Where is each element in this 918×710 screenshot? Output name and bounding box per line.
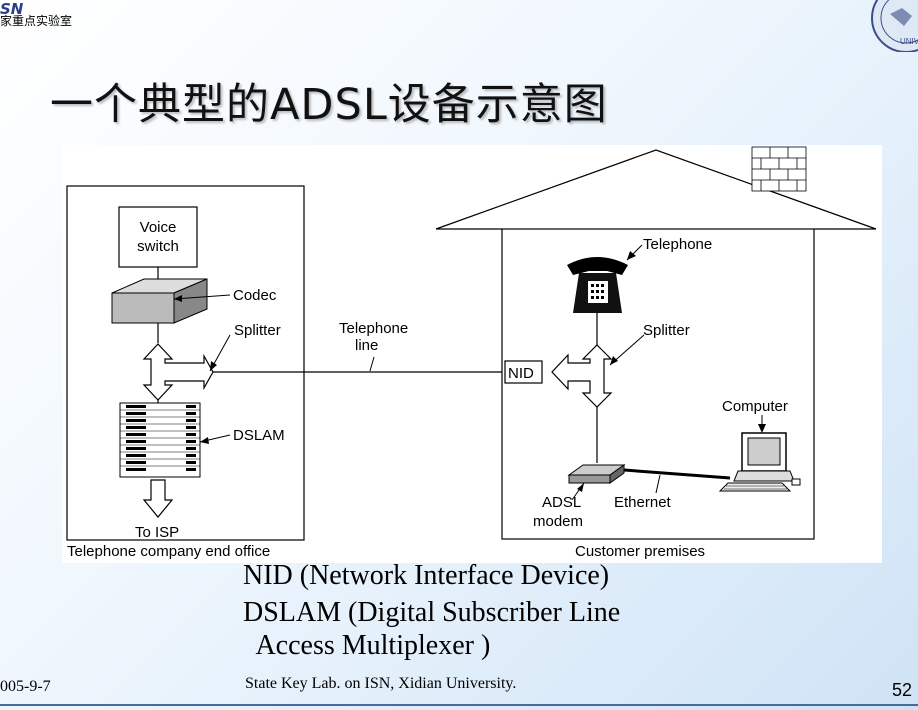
lab-name-label: 家重点实验室: [0, 14, 73, 28]
university-seal-icon: UNIV: [871, 0, 918, 52]
nid-label: NID: [508, 365, 534, 382]
splitter-left-label: Splitter: [234, 322, 281, 339]
dslam-definition-line-1: DSLAM (Digital Subscriber Line: [243, 597, 621, 628]
to-isp-arrow-icon: [142, 479, 174, 518]
adsl-modem-icon: [567, 464, 626, 484]
slide-title: 一个典型的ADSL设备示意图: [50, 80, 608, 130]
splitter-right-label: Splitter: [643, 322, 690, 339]
nid-box: [504, 360, 543, 384]
telephone-icon: [567, 257, 628, 313]
customer-house-outline: [435, 149, 877, 540]
left-splitter-arrow-icon: [142, 343, 214, 401]
adsl-modem-label-2: modem: [533, 513, 583, 530]
dslam-rack-icon: [119, 402, 201, 478]
dslam-definition-line-2: Access Multiplexer ): [243, 630, 491, 661]
computer-icon: [718, 432, 801, 492]
page-number: 52: [891, 680, 912, 700]
dslam-label: DSLAM: [233, 427, 285, 444]
voice-switch-label-1: Voice: [140, 219, 177, 236]
footer-divider: [0, 704, 918, 706]
customer-premises-caption: Customer premises: [575, 543, 705, 560]
ethernet-label: Ethernet: [614, 494, 672, 511]
nid-definition: NID (Network Interface Device): [243, 560, 610, 591]
footer-date: 005-9-7: [0, 678, 51, 695]
isn-logo: SN: [0, 0, 24, 18]
right-splitter-arrow-icon: [551, 344, 613, 408]
telephone-line-label-2: line: [355, 337, 378, 354]
to-isp-label: To ISP: [135, 524, 179, 541]
telephone-line-label-1: Telephone: [339, 320, 408, 337]
end-office-box: [66, 185, 305, 541]
codec-label: Codec: [233, 287, 277, 304]
ethernet-line: [623, 468, 731, 480]
adsl-modem-label-1: ADSL: [542, 494, 581, 511]
telephone-label: Telephone: [643, 236, 712, 253]
chimney-icon: [751, 146, 807, 192]
end-office-caption: Telephone company end office: [67, 543, 270, 560]
codec-device-icon: [111, 278, 208, 324]
footer-lab-name: State Key Lab. on ISN, Xidian University…: [245, 675, 517, 692]
adsl-diagram: Voice switch Codec Splitter Telephone li…: [62, 145, 882, 563]
computer-label: Computer: [722, 398, 788, 415]
voice-switch-box: [118, 206, 198, 268]
voice-switch-label-2: switch: [137, 238, 179, 255]
svg-text:UNIV: UNIV: [900, 37, 918, 46]
